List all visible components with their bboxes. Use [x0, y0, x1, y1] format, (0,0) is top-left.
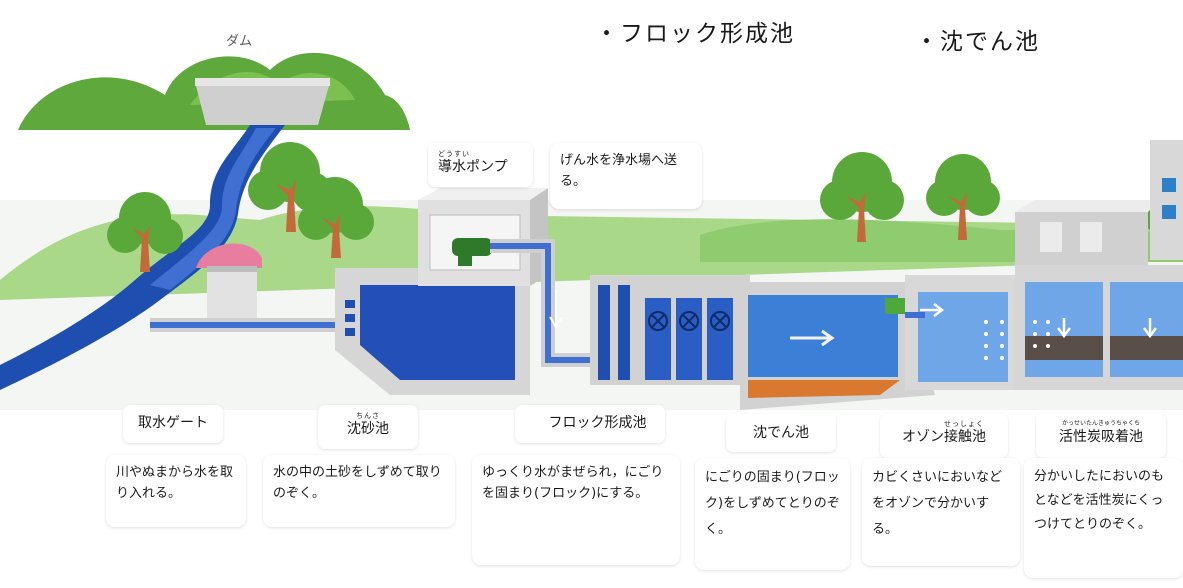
- trees: [107, 142, 1178, 272]
- stage-desc-intake: 川やぬまから水を取り入れる。: [106, 455, 246, 527]
- stage-desc-ozone: カビくさいにおいなどをオゾンで分かいする。: [862, 458, 1020, 566]
- stage-name: オゾン接触池: [902, 429, 986, 445]
- stage-name: 沈でん池: [753, 425, 809, 441]
- pump-ruby: どうすい: [438, 150, 470, 158]
- conduit-pipe: [490, 239, 600, 367]
- stage-label-sand-basin: ちんさ 沈砂池: [318, 412, 418, 438]
- pump-label: どうすい 導水ポンプ: [428, 150, 530, 176]
- stage-label-sedimentation: 沈でん池: [726, 424, 836, 442]
- pump-label-tag: [428, 143, 533, 187]
- pump-house: [418, 188, 548, 286]
- stage-label-ozone: せっしょく オゾン接触池: [880, 420, 1008, 446]
- intake-gate-hut: [196, 243, 262, 320]
- flocculation-basin: [590, 275, 750, 385]
- sand-basin: [335, 268, 530, 395]
- activated-carbon-building: [1015, 140, 1183, 390]
- stage-name: 活性炭吸着池: [1059, 429, 1143, 445]
- stage-name: フロック形成池: [548, 415, 647, 431]
- river: [0, 125, 285, 390]
- stage-ruby: かっせいたんきゅうちゃくち: [1061, 420, 1140, 427]
- heading-flocculation: ・フロック形成池: [595, 21, 795, 47]
- stage-ruby: ちんさ: [356, 412, 380, 420]
- stage-label-tag: [880, 414, 1008, 458]
- stage-desc-flocculation: ゆっくり水がまぜられ，にごりを固まり(フロック)にする。: [472, 455, 680, 565]
- stage-desc-sand-basin: 水の中の土砂をしずめて取りのぞく。: [263, 455, 455, 527]
- stage-label-tag: [1036, 414, 1166, 458]
- stage-ruby: せっしょく: [944, 420, 984, 428]
- stage-desc-sedimentation: にごりの固まり(フロック)をしずめてとりのぞく。: [695, 458, 850, 570]
- stage-label-tag: [726, 414, 836, 452]
- stage-label-flocculation: フロック形成池: [515, 414, 680, 432]
- pump-desc-box: げん水を浄水場へ送る。: [550, 143, 702, 209]
- dam-structure: [195, 78, 330, 125]
- stage-label-tag: [123, 405, 223, 443]
- stage-name: 取水ゲート: [138, 415, 208, 431]
- stage-label-carbon: かっせいたんきゅうちゃくち 活性炭吸着池: [1036, 420, 1166, 446]
- dam-label: ダム: [226, 34, 253, 49]
- pump-name: 導水ポンプ: [438, 159, 508, 175]
- flow-arrow-icon: [549, 290, 563, 329]
- heading-sedimentation: ・沈でん池: [915, 29, 1040, 55]
- stage-label-tag: [318, 405, 418, 449]
- stage-label-tag: [515, 405, 665, 443]
- stage-name: 沈砂池: [347, 421, 389, 437]
- ozone-contact-basin: [885, 275, 1015, 390]
- stage-label-intake: 取水ゲート: [123, 414, 223, 432]
- stage-desc-carbon: 分かいしたにおいのもとなどを活性炭にくっつけてとりのぞく。: [1024, 458, 1183, 578]
